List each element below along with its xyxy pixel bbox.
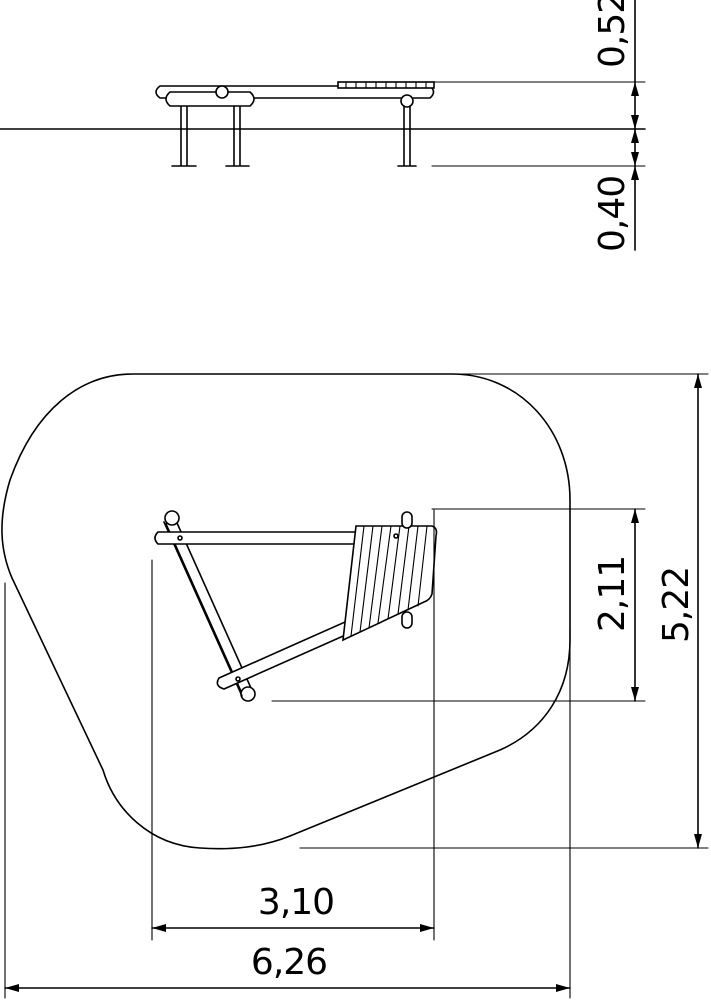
dim-surface-width: 6,26: [251, 942, 327, 983]
safety-area-outline: [1, 373, 571, 850]
dim-height-above-ground: 0,52: [592, 0, 633, 68]
elevation-dimensions: [429, 0, 646, 251]
plan-equipment: [154, 510, 438, 702]
elevation-posts: [171, 99, 417, 167]
plan-dimension-lines: [4, 373, 709, 999]
side-elevation-view: 0,52 0,40: [0, 0, 646, 252]
dim-equipment-width: 3,10: [258, 882, 334, 923]
dim-equipment-depth: 2,11: [592, 556, 633, 632]
elevation-beam: [155, 81, 435, 108]
plan-view: 2,11 5,22 3,10 6,26: [1, 373, 709, 999]
dim-foundation-depth: 0,40: [592, 176, 633, 252]
dim-surface-depth: 5,22: [656, 567, 697, 643]
